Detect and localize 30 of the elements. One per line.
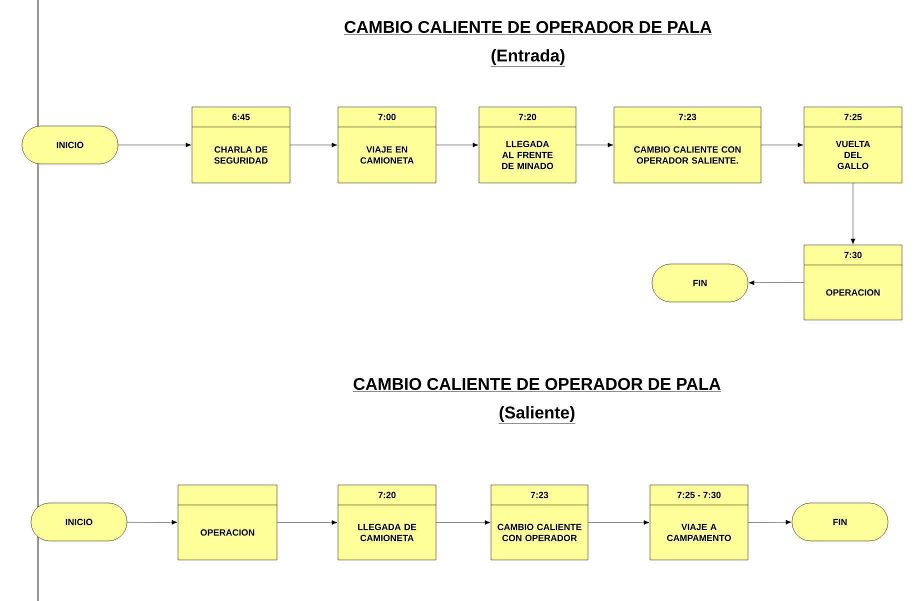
process-box: 7:30 OPERACION — [804, 244, 902, 320]
arrow — [850, 182, 856, 244]
section-title: CAMBIO CALIENTE DE OPERADOR DE PALA — [352, 378, 722, 392]
arrow — [761, 142, 804, 148]
arrow — [748, 520, 792, 524]
diagram-title: CAMBIO CALIENTE DE OPERADOR DE PALA — [344, 20, 712, 35]
process-box: 7:00 VIAJE EN CAMIONETA — [338, 106, 436, 184]
process-box: 7:25 VUELTA DEL GALLO — [804, 106, 902, 184]
process-box: 7:23 CAMBIO CALIENTE CON OPERADOR — [490, 484, 588, 560]
arrow — [748, 280, 804, 286]
terminal-pill: INICIO — [30, 502, 128, 542]
arrow — [277, 520, 338, 525]
subtitle: (Saliente) — [498, 406, 576, 424]
process-box: OPERACION — [178, 484, 278, 560]
arrow — [576, 142, 614, 148]
arrow — [118, 142, 192, 148]
process-box: 7:20 LLEGADA DE CAMIONETA — [338, 484, 436, 560]
subtitle: (Entrada) — [490, 49, 566, 66]
process-box: 7:23 CAMBIO CALIENTE CON OPERADOR SALIENTE. — [614, 106, 762, 184]
terminal-pill: INICIO — [22, 126, 118, 164]
terminal-pill: FIN — [652, 264, 748, 302]
process-box: 7:20 LLEGADA AL FRENTE DE MINADO — [478, 106, 576, 184]
arrow — [290, 142, 338, 148]
arrow — [436, 142, 478, 148]
terminal-pill: FIN — [792, 502, 888, 542]
arrow — [588, 520, 650, 525]
arrow — [436, 520, 490, 525]
process-box: 7:25 - 7:30 VIAJE A CAMPAMENTO — [650, 484, 748, 560]
arrow — [127, 520, 178, 525]
process-box: 6:45 CHARLA DE SEGURIDAD — [192, 106, 290, 184]
